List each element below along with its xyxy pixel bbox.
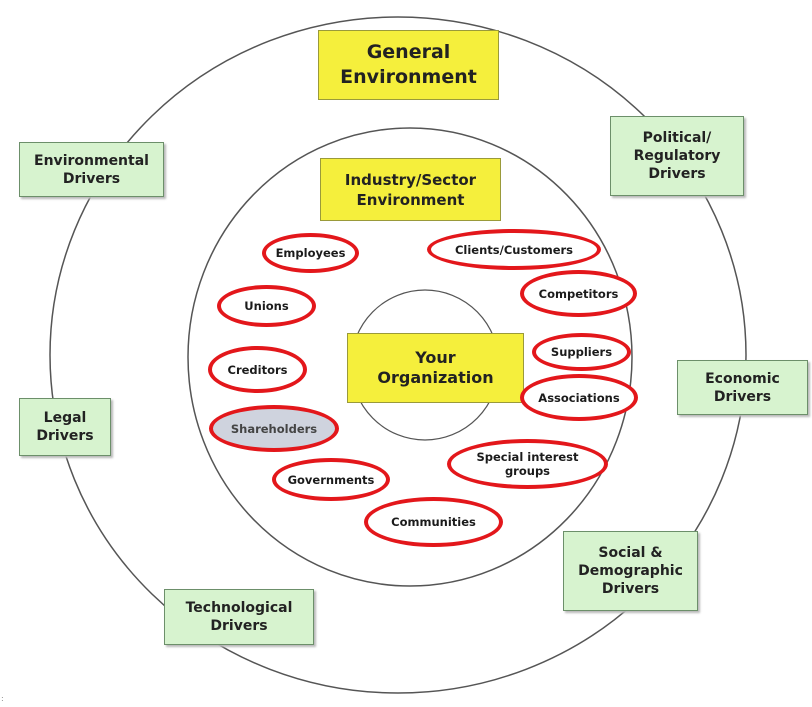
stakeholder-employees: Employees — [262, 233, 359, 273]
corner-mark: : — [1, 694, 4, 703]
legal-drivers-box: Legal Drivers — [19, 398, 111, 456]
stakeholder-shareholders: Shareholders — [209, 405, 339, 452]
stakeholder-special-interest-groups: Special interest groups — [447, 439, 608, 489]
industry-environment-ring — [187, 127, 633, 587]
stakeholder-governments: Governments — [272, 458, 390, 501]
stakeholder-unions: Unions — [217, 285, 316, 327]
environmental-drivers-box: Environmental Drivers — [19, 142, 164, 197]
economic-drivers-box: Economic Drivers — [677, 360, 808, 415]
stakeholder-creditors: Creditors — [208, 346, 307, 393]
stakeholder-competitors: Competitors — [520, 270, 637, 317]
political-regulatory-drivers-box: Political/ Regulatory Drivers — [610, 116, 744, 196]
general-environment-box: General Environment — [318, 30, 499, 100]
general-environment-ring — [49, 16, 747, 694]
stakeholder-associations: Associations — [520, 374, 638, 421]
organization-box: Your Organization — [347, 333, 524, 403]
social-demographic-drivers-box: Social & Demographic Drivers — [563, 531, 698, 611]
industry-environment-box: Industry/Sector Environment — [320, 158, 501, 221]
stakeholder-clients-customers: Clients/Customers — [427, 229, 601, 270]
technological-drivers-box: Technological Drivers — [164, 589, 314, 645]
stakeholder-communities: Communities — [364, 497, 503, 547]
stakeholder-suppliers: Suppliers — [532, 333, 631, 371]
